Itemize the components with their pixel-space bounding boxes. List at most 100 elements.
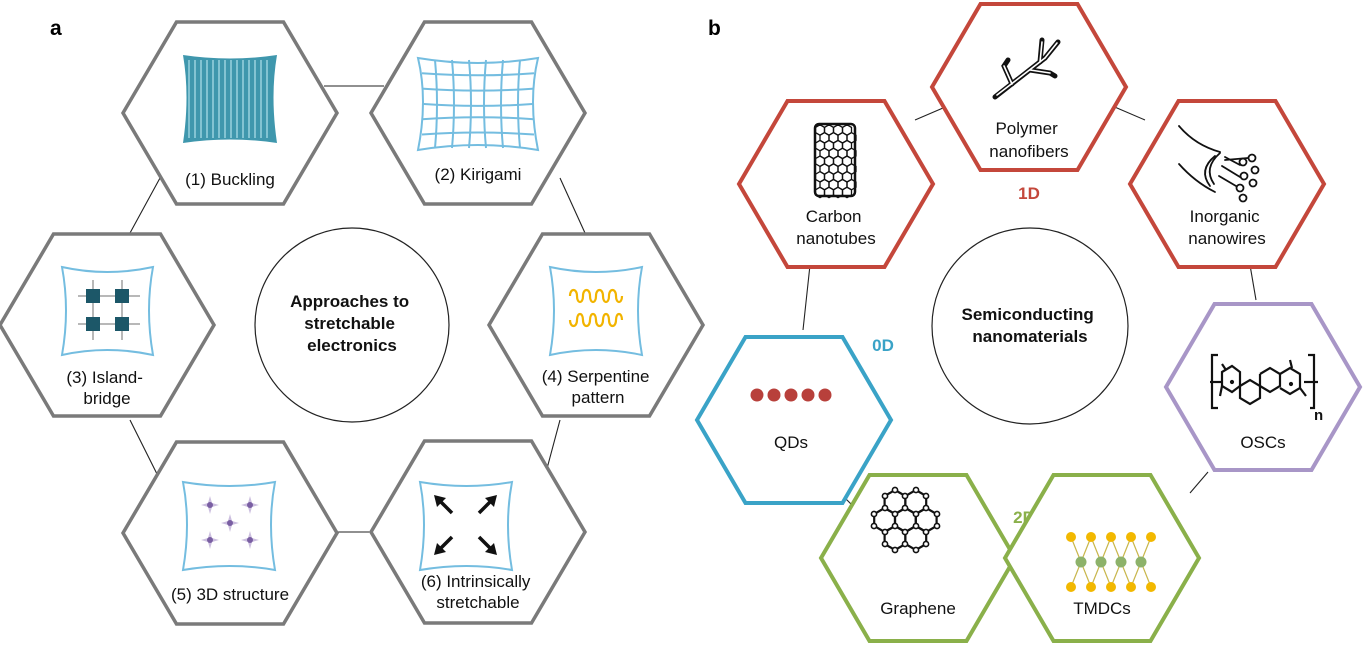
graphene-atom [922, 540, 930, 548]
hexagon-outline [368, 20, 588, 206]
kirigami-hline [421, 116, 535, 121]
chalcogen-atom [1146, 582, 1156, 592]
panel-a: a Approaches to stretchable electronics … [0, 17, 706, 626]
hex-tmdcs: TMDCs [1002, 473, 1202, 643]
nanotube-icon [813, 122, 857, 199]
graphene-atom [881, 504, 889, 512]
graphene-atom [933, 510, 941, 518]
label-3d-structure: (5) 3D structure [171, 585, 289, 604]
hex-oscs: n OSCs [1163, 302, 1363, 472]
connector-line [1249, 264, 1257, 301]
graphene-atom [870, 510, 878, 518]
panel-b: b Semiconducting nanomaterials 1D 0D 2D [694, 2, 1363, 643]
chalcogen-atom [1126, 582, 1136, 592]
graphene-atom [881, 492, 889, 500]
label-polymer-nanofibers: Polymer nanofibers [989, 119, 1068, 161]
island-bridge-icon [60, 265, 155, 357]
buckling-icon [183, 55, 277, 143]
label-graphene: Graphene [880, 599, 956, 618]
kirigami-hline [421, 87, 535, 92]
metal-atom [1095, 556, 1107, 568]
hex-island-bridge: (3) Island- bridge [0, 232, 217, 418]
chalcogen-atom [1086, 582, 1096, 592]
polymer-structure-icon [1210, 353, 1318, 410]
kirigami-hline [421, 72, 535, 77]
kirigami-vline [483, 59, 487, 149]
graphene-atom [891, 510, 899, 518]
tmdc-lattice-icon [1066, 532, 1156, 592]
graphene-atom [933, 522, 941, 530]
metal-atom [1075, 556, 1087, 568]
hex-inorganic-nanowires: Inorganic nanowires [1127, 99, 1327, 269]
osc-subscript-n: n [1314, 407, 1323, 424]
kirigami-hline [421, 102, 535, 107]
hex-graphene: Graphene [818, 473, 1018, 643]
chalcogen-atom [1146, 532, 1156, 542]
hex-buckling: (1) Buckling [120, 20, 340, 206]
serpentine-icon [548, 265, 644, 357]
dimension-label-1d: 1D [1018, 184, 1040, 203]
kirigami-vline [451, 59, 455, 149]
graphene-atom [901, 504, 909, 512]
chalcogen-atom [1086, 532, 1096, 542]
connector-line [559, 177, 586, 234]
center-title-a: Approaches to stretchable electronics [290, 292, 414, 355]
nanowires-icon [1178, 125, 1260, 203]
kirigami-vline [468, 59, 472, 149]
hex-polymer-nanofibers: Polymer nanofibers [929, 2, 1129, 172]
hexagon-outline [929, 2, 1129, 172]
graphene-atom [912, 546, 920, 554]
graphene-atom [891, 546, 899, 554]
label-carbon-nanotubes: Carbon nanotubes [796, 207, 875, 248]
hex-carbon-nanotubes: Carbon nanotubes [736, 99, 936, 269]
connector-line [129, 177, 161, 234]
graphene-atom [891, 486, 899, 494]
star-structure [201, 531, 219, 549]
label-qds: QDs [774, 433, 808, 452]
graphene-atom [881, 528, 889, 536]
graphene-atom [912, 510, 920, 518]
center-circle-a [254, 227, 450, 423]
label-oscs: OSCs [1240, 433, 1285, 452]
nanofiber-icon-inner [996, 41, 1058, 96]
label-kirigami: (2) Kirigami [435, 165, 522, 184]
label-tmdcs: TMDCs [1073, 599, 1131, 618]
graphene-atom [922, 528, 930, 536]
graphene-icon [870, 486, 941, 554]
metal-atom [1115, 556, 1127, 568]
hexagon-outline [1127, 99, 1327, 269]
metal-atom [1135, 556, 1147, 568]
label-intrinsic: (6) Intrinsically stretchable [421, 572, 535, 612]
label-inorganic-nanowires: Inorganic nanowires [1188, 207, 1266, 248]
chalcogen-atom [1106, 582, 1116, 592]
graphene-atom [901, 492, 909, 500]
chalcogen-atom [1126, 532, 1136, 542]
chalcogen-atom [1066, 532, 1076, 542]
label-island-bridge: (3) Island- bridge [66, 368, 147, 408]
star-structure [201, 496, 219, 514]
hex-intrinsic: (6) Intrinsically stretchable [368, 439, 588, 625]
hexagon-outline [120, 440, 340, 626]
graphene-atom [901, 540, 909, 548]
graphene-atom [891, 522, 899, 530]
cnt-cell [841, 186, 853, 199]
hexagon-outline [368, 439, 588, 625]
graphene-atom [901, 528, 909, 536]
chalcogen-atom [1106, 532, 1116, 542]
kirigami-vline [500, 59, 504, 149]
graphene-atom [870, 522, 878, 530]
connector-line [1189, 471, 1209, 494]
stretch-arrows-icon [418, 480, 514, 572]
star-structure [241, 496, 259, 514]
star-structure [221, 514, 239, 532]
connector-line [129, 419, 159, 477]
3d-structure-icon [181, 480, 277, 572]
hex-serpentine: (4) Serpentine pattern [486, 232, 706, 418]
chalcogen-atom [1066, 582, 1076, 592]
star-structure [241, 531, 259, 549]
quantum-dots-icon [750, 388, 832, 402]
graphene-atom [922, 504, 930, 512]
kirigami-outline [416, 56, 540, 152]
graphene-atom [912, 486, 920, 494]
hex-kirigami: (2) Kirigami [368, 20, 588, 206]
